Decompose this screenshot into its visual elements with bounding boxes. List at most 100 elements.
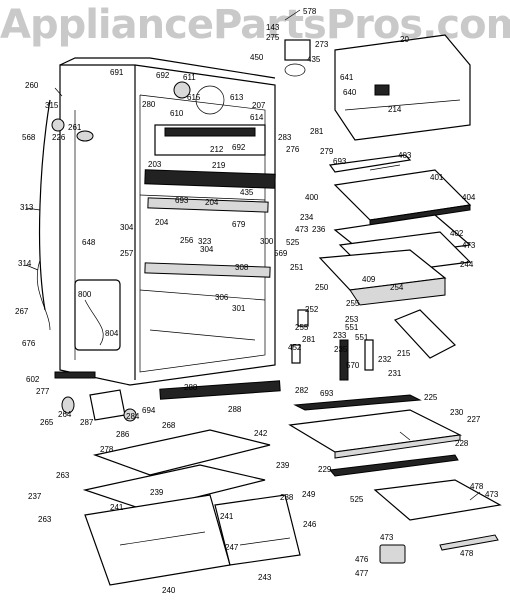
part-label: 313 [20,203,34,212]
part-label: 473 [485,490,499,499]
part-label: 692 [156,71,170,80]
part-label: 300 [260,237,274,246]
part-label: 247 [225,543,239,552]
part-label: 578 [303,7,317,16]
part-label: 204 [155,218,169,227]
lower-shelves [288,394,502,564]
middle-right-parts [291,309,457,381]
part-label: 284 [126,412,140,421]
part-label: 403 [398,151,412,160]
part-label: 800 [78,290,92,299]
part-label: 694 [142,406,156,415]
part-label: 226 [52,133,66,142]
part-label: 227 [467,415,481,424]
part-label: 435 [307,55,321,64]
part-label: 252 [305,305,319,314]
part-label: 551 [355,333,369,342]
part-label: 288 [184,383,198,392]
part-label: 435 [240,188,254,197]
part-label: 450 [250,53,264,62]
part-label: 273 [315,40,329,49]
part-label: 477 [355,569,369,578]
part-label: 308 [235,263,249,272]
part-label: 265 [40,418,54,427]
part-label: 525 [350,495,364,504]
part-label: 228 [455,439,469,448]
part-label: 253 [345,315,359,324]
part-label: 254 [390,283,404,292]
part-label: 243 [258,573,272,582]
part-label: 235 [334,345,348,354]
part-label: 275 [266,33,280,42]
part-label: 613 [230,93,244,102]
part-label: 478 [470,482,484,491]
part-label: 143 [266,23,280,32]
part-label: 232 [378,355,392,364]
part-label: 255 [295,323,309,332]
part-label: 276 [286,145,300,154]
part-labels: 578 143 275 273 20 450 435 691 692 611 2… [15,7,499,595]
part-label: 212 [210,145,224,154]
part-label: 264 [58,410,72,419]
part-label: 207 [252,101,266,110]
part-label: 570 [346,361,360,370]
part-label: 473 [380,533,394,542]
part-label: 315 [45,101,59,110]
part-label: 679 [232,220,246,229]
part-label: 301 [232,304,246,313]
part-label: 693 [333,157,347,166]
part-label: 640 [343,88,357,97]
part-label: 401 [430,173,444,182]
part-label: 237 [28,492,42,501]
part-label: 452 [288,343,302,352]
part-label: 525 [286,238,300,247]
part-label: 251 [290,263,304,272]
part-label: 280 [142,100,156,109]
part-label: 611 [183,73,196,82]
part-label: 268 [162,421,176,430]
part-label: 203 [148,160,162,169]
part-label: 288 [228,405,242,414]
part-label: 279 [320,147,334,156]
part-label: 263 [56,471,70,480]
part-label: 478 [460,549,474,558]
part-label: 281 [302,335,316,344]
part-label: 282 [295,386,309,395]
part-label: 250 [315,283,329,292]
part-label: 236 [312,225,326,234]
upper-shelves [318,154,472,306]
part-label: 476 [355,555,369,564]
part-label: 255 [346,299,360,308]
part-label: 225 [424,393,438,402]
part-label: 256 [180,236,194,245]
part-label: 614 [250,113,264,122]
part-label: 568 [22,133,36,142]
part-label: 306 [215,293,229,302]
part-label: 267 [15,307,29,316]
part-label: 676 [22,339,36,348]
part-label: 473 [295,225,309,234]
part-label: 473 [462,241,476,250]
part-label: 20 [400,35,409,44]
part-label: 239 [150,488,164,497]
part-label: 602 [26,375,40,384]
part-label: 409 [362,275,376,284]
part-label: 242 [254,429,268,438]
part-label: 692 [232,143,246,152]
part-label: 241 [110,503,124,512]
part-label: 261 [68,123,82,132]
part-label: 404 [462,193,476,202]
part-label: 691 [110,68,124,77]
part-label: 246 [303,520,317,529]
part-label: 323 [198,237,212,246]
part-label: 244 [460,260,474,269]
part-label: 278 [100,445,114,454]
part-label: 693 [175,196,189,205]
part-label: 215 [397,349,411,358]
part-label: 277 [36,387,50,396]
part-label: 551 [345,323,359,332]
part-label: 569 [274,249,288,258]
part-label: 304 [120,223,134,232]
part-label: 287 [80,418,94,427]
part-label: 615 [187,93,201,102]
